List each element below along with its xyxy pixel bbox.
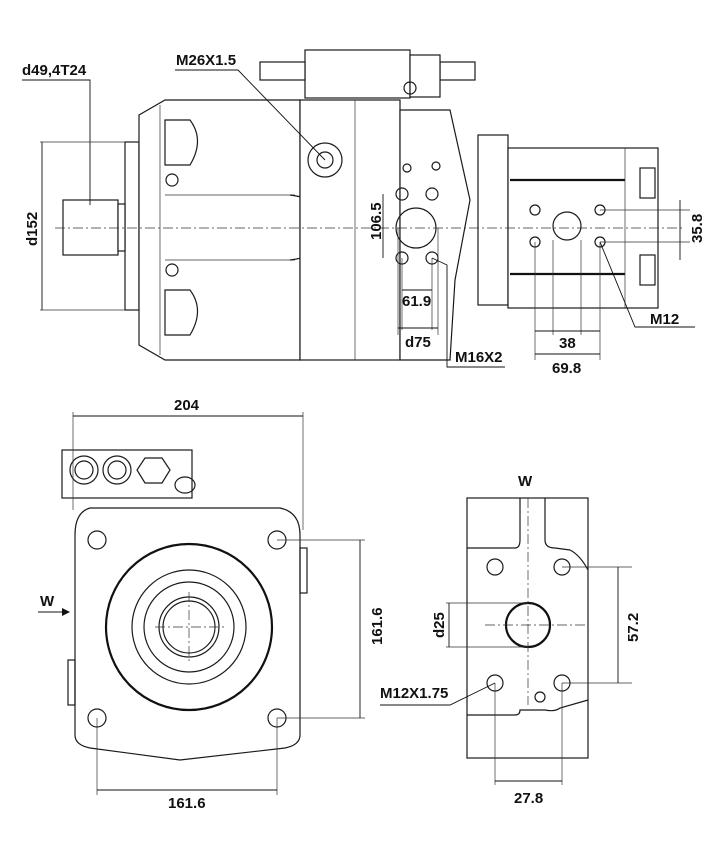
gear-plug <box>639 254 656 286</box>
connector <box>102 455 132 485</box>
plug-bottom <box>165 263 179 277</box>
front-view: 204 161.6 161.6 W <box>38 397 386 812</box>
label-bolt-offset: 27.8 <box>514 790 543 807</box>
gear-plug <box>639 167 656 199</box>
plug-small <box>431 161 441 171</box>
control-valve <box>304 49 411 99</box>
bolt-hole <box>486 558 504 576</box>
leader-bolt-thread <box>380 682 496 706</box>
label-rear-port-thread: M12 <box>650 311 679 328</box>
servo-cap-bottom <box>164 289 199 336</box>
block-contour <box>467 498 521 549</box>
valve-connector-left <box>259 61 306 81</box>
label-overall-width: 204 <box>174 397 200 414</box>
leader-gauge-port <box>175 69 326 161</box>
rear-bolt <box>529 204 541 216</box>
valve-screw <box>403 81 417 95</box>
pump-housing <box>138 99 301 361</box>
plug-small <box>534 691 546 703</box>
label-gauge-port: M26X1.5 <box>176 52 236 69</box>
leader-shaft <box>22 79 91 205</box>
label-port-spacing-vertical: 106.5 <box>368 202 385 240</box>
pilot-ring <box>131 569 247 685</box>
label-flange-diameter: d152 <box>24 212 41 246</box>
leader-rear-thread <box>599 241 695 328</box>
control-block <box>61 449 193 499</box>
pilot-face <box>104 542 274 712</box>
label-port-diameter-w: d25 <box>431 612 448 638</box>
mount-hole <box>87 530 107 550</box>
label-rear-port-inner: 38 <box>559 335 576 352</box>
label-rear-port-vertical: 35.8 <box>689 214 706 243</box>
valve-connector-right <box>439 61 476 81</box>
label-view-arrow: W <box>40 593 55 610</box>
port-bolt <box>425 187 439 201</box>
side-view: d49,4T24 M26X1.5 d152 106.5 61.9 d75 M16… <box>22 49 706 377</box>
label-port-thread: M16X2 <box>455 349 503 366</box>
gauge-port-outer <box>307 142 343 178</box>
solenoid-knob <box>174 476 196 494</box>
valve-nut <box>409 54 441 98</box>
hex-plug <box>136 457 171 484</box>
label-bolt-spacing-w: 57.2 <box>625 613 642 642</box>
label-bolt-spacing-horizontal: 161.6 <box>168 795 206 812</box>
arrow-head-icon <box>62 608 70 616</box>
mounting-flange <box>124 141 140 311</box>
seal-ring <box>143 581 235 673</box>
label-port-spacing-horizontal: 61.9 <box>402 293 431 310</box>
connector <box>69 455 99 485</box>
valve-body <box>299 99 401 361</box>
gauge-port-inner <box>316 151 334 169</box>
label-view-title: W <box>518 473 533 490</box>
connector-inner <box>107 460 127 480</box>
servo-cap-top <box>164 119 199 166</box>
block-contour <box>544 498 589 571</box>
leader-port-thread <box>431 257 505 368</box>
plug-top <box>165 173 179 187</box>
label-port-diameter: d75 <box>405 334 431 351</box>
drive-shaft <box>62 199 119 256</box>
label-bolt-spacing-vertical: 161.6 <box>369 607 386 645</box>
block-contour <box>467 699 589 716</box>
label-shaft-spline: d49,4T24 <box>22 62 87 79</box>
plug-small <box>402 163 412 173</box>
side-boss <box>67 659 76 706</box>
port-block-w <box>466 497 589 759</box>
shaft-collar <box>117 203 126 252</box>
port-bolt <box>395 187 409 201</box>
side-boss <box>299 547 308 594</box>
front-housing <box>74 507 301 761</box>
label-rear-port-outer: 69.8 <box>552 360 581 377</box>
label-bolt-thread: M12X1.75 <box>380 685 448 702</box>
adapter-plate <box>477 134 509 306</box>
rear-port <box>552 211 582 241</box>
connector-inner <box>74 460 94 480</box>
port-view: W d25 57.2 M12X1.75 27.8 <box>380 473 642 807</box>
